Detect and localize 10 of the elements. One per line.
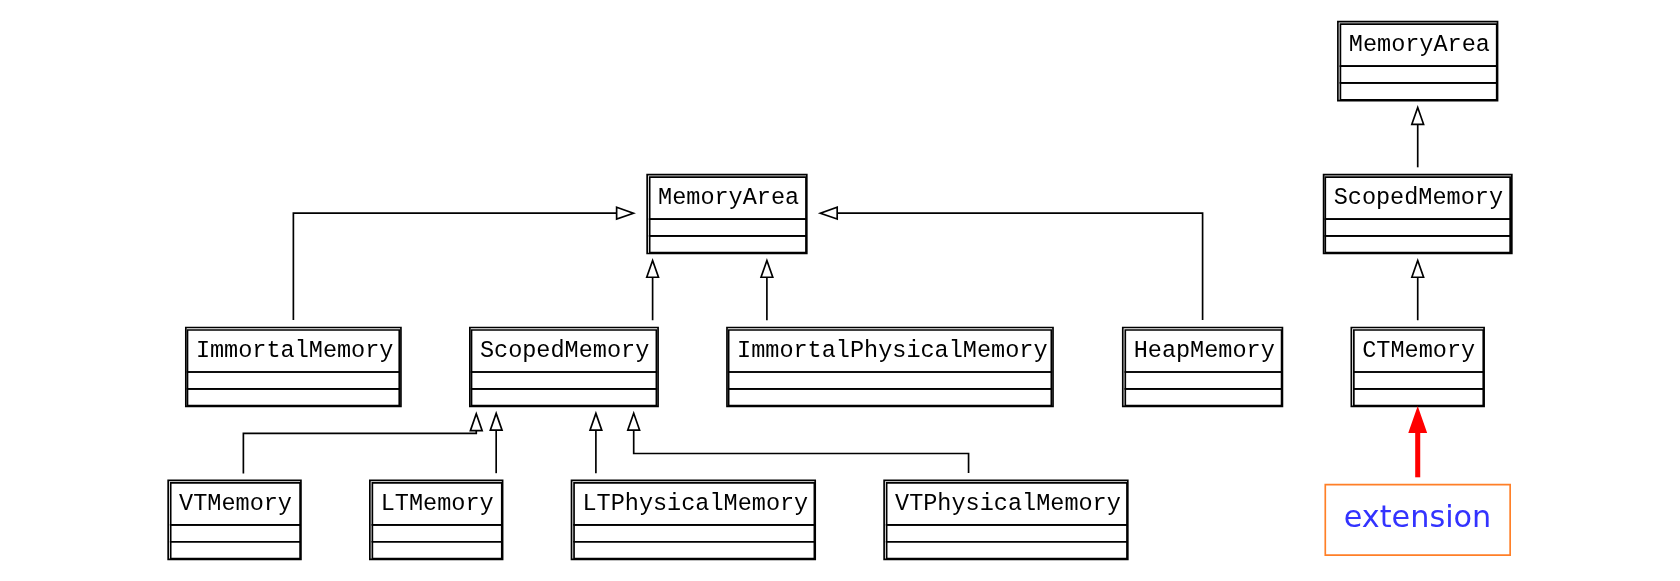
arrow xyxy=(242,411,484,475)
arrow xyxy=(489,410,504,474)
arrow xyxy=(645,257,660,322)
arrow xyxy=(1410,105,1425,169)
arrow xyxy=(292,206,636,321)
arrow xyxy=(759,257,774,322)
arrow xyxy=(817,206,1204,321)
arrow xyxy=(588,410,603,474)
arrow xyxy=(1410,257,1425,322)
arrow xyxy=(1408,406,1428,478)
